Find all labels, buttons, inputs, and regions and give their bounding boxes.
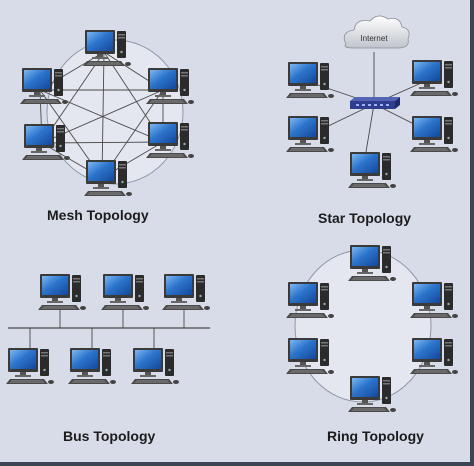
desktop-computer-icon bbox=[348, 152, 396, 188]
bus-drops bbox=[29, 306, 185, 348]
mesh-topology bbox=[20, 30, 194, 196]
cloud-label: Internet bbox=[360, 34, 388, 43]
frame-border-right bbox=[470, 0, 474, 466]
frame-border-bottom bbox=[0, 462, 474, 466]
desktop-computer-icon bbox=[162, 274, 210, 310]
desktop-computer-icon bbox=[131, 348, 179, 384]
bus-topology bbox=[6, 274, 210, 384]
desktop-computer-icon bbox=[286, 116, 334, 152]
desktop-computer-icon bbox=[101, 274, 149, 310]
desktop-computer-icon bbox=[84, 160, 132, 196]
ring-topology-caption: Ring Topology bbox=[327, 428, 424, 444]
desktop-computer-icon bbox=[410, 116, 458, 152]
desktop-computer-icon bbox=[410, 60, 458, 96]
desktop-computer-icon bbox=[38, 274, 86, 310]
desktop-computer-icon bbox=[348, 376, 396, 412]
mesh-topology-caption: Mesh Topology bbox=[47, 207, 149, 223]
ring-topology bbox=[286, 245, 458, 412]
desktop-computer-icon bbox=[6, 348, 54, 384]
network-switch-icon bbox=[350, 97, 400, 109]
desktop-computer-icon bbox=[286, 62, 334, 98]
internet-cloud-icon: Internet bbox=[343, 15, 410, 49]
desktop-computer-icon bbox=[68, 348, 116, 384]
bus-topology-caption: Bus Topology bbox=[63, 428, 156, 444]
star-topology: Internet bbox=[286, 15, 458, 188]
star-topology-caption: Star Topology bbox=[318, 210, 412, 226]
